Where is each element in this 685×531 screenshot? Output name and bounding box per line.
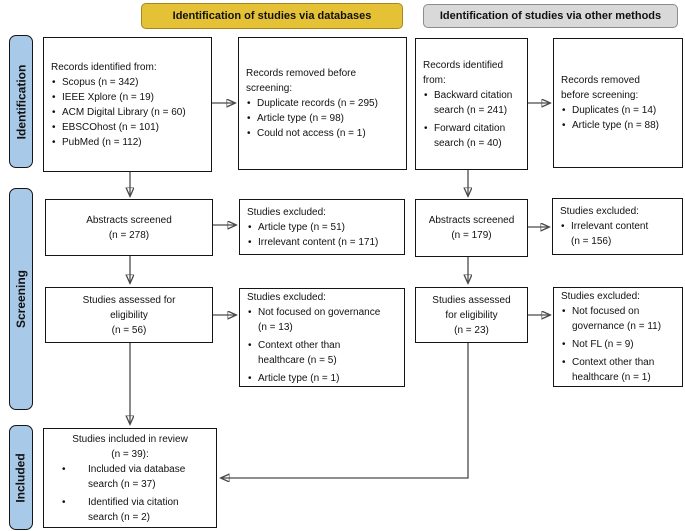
- box-eligibility-other: Studies assessed for eligibility (n = 23…: [415, 287, 528, 343]
- list-item: Article type (n = 51): [247, 220, 402, 235]
- box-abstracts-screened-databases: Abstracts screened (n = 278): [45, 199, 213, 256]
- list-item: Backward citation search (n = 241): [423, 88, 525, 118]
- list-item: Scopus (n = 342): [51, 75, 209, 90]
- list-item: Included via database search (n = 37): [48, 462, 212, 492]
- box-title: Records identified from:: [423, 59, 504, 86]
- list-item: EBSCOhost (n = 101): [51, 120, 209, 135]
- bullet-list: Backward citation search (n = 241) Forwa…: [423, 88, 525, 151]
- box-text: Abstracts screened (n = 278): [86, 214, 172, 241]
- box-title: Studies excluded:: [247, 291, 326, 303]
- list-item: Context other than healthcare (n = 1): [561, 355, 680, 385]
- box-text: Studies assessed for eligibility (n = 23…: [432, 294, 511, 336]
- list-item: Article type (n = 98): [246, 111, 404, 126]
- box-title: Studies excluded:: [247, 206, 326, 218]
- box-abstracts-screened-other: Abstracts screened (n = 179): [415, 199, 528, 257]
- stage-identification: Identification: [9, 35, 33, 168]
- bullet-list: Not focused on governance (n = 11) Not F…: [561, 304, 680, 385]
- list-item: IEEE Xplore (n = 19): [51, 90, 209, 105]
- bullet-list: Scopus (n = 342) IEEE Xplore (n = 19) AC…: [51, 75, 209, 150]
- header-databases-label: Identification of studies via databases: [172, 10, 372, 22]
- header-other-methods-label: Identification of studies via other meth…: [439, 10, 662, 22]
- box-studies-excluded-eligibility-other: Studies excluded: Not focused on governa…: [553, 287, 683, 387]
- bullet-list: Included via database search (n = 37) Id…: [48, 462, 212, 525]
- bullet-list: Not focused on governance (n = 13) Conte…: [247, 305, 402, 386]
- list-item: Not FL (n = 9): [561, 337, 680, 352]
- stage-identification-label: Identification: [14, 64, 29, 139]
- list-item: Forward citation search (n = 40): [423, 121, 525, 151]
- list-item: Duplicate records (n = 295): [246, 96, 404, 111]
- bullet-list: Duplicate records (n = 295) Article type…: [246, 96, 404, 141]
- box-records-removed-other: Records removed before screening: Duplic…: [553, 38, 683, 168]
- stage-screening-label: Screening: [14, 269, 28, 329]
- stage-included: Included: [9, 425, 33, 530]
- list-item: Context other than healthcare (n = 5): [247, 338, 402, 368]
- box-text: Abstracts screened (n = 179): [428, 215, 515, 241]
- stage-included-label: Included: [14, 452, 28, 503]
- box-title: Studies excluded:: [561, 291, 640, 302]
- box-title: Records identified from:: [51, 61, 157, 73]
- bullet-list: Irrelevant content (n = 156): [560, 219, 680, 249]
- list-item: Article type (n = 88): [561, 118, 680, 133]
- box-records-identified-other: Records identified from: Backward citati…: [415, 38, 528, 170]
- box-title: Studies included in review (n = 39):: [72, 433, 188, 460]
- box-studies-excluded-eligibility-databases: Studies excluded: Not focused on governa…: [239, 288, 405, 387]
- header-databases: Identification of studies via databases: [141, 3, 403, 29]
- list-item: PubMed (n = 112): [51, 135, 209, 150]
- box-studies-included: Studies included in review (n = 39): Inc…: [43, 428, 217, 528]
- list-item: Could not access (n = 1): [246, 126, 404, 141]
- list-item: ACM Digital Library (n = 60): [51, 105, 209, 120]
- box-text: Studies assessed for eligibility (n = 56…: [82, 294, 176, 336]
- box-studies-excluded-screening-databases: Studies excluded: Article type (n = 51) …: [239, 199, 405, 255]
- box-studies-excluded-screening-other: Studies excluded: Irrelevant content (n …: [552, 198, 683, 255]
- box-title: Records removed before screening:: [561, 75, 640, 101]
- list-item: Irrelevant content (n = 171): [247, 235, 402, 250]
- list-item: Irrelevant content (n = 156): [560, 219, 680, 249]
- list-item: Not focused on governance (n = 13): [247, 305, 402, 335]
- list-item: Duplicates (n = 14): [561, 103, 680, 118]
- box-title: Studies excluded:: [560, 206, 639, 217]
- box-records-identified-databases: Records identified from: Scopus (n = 342…: [43, 37, 212, 172]
- bullet-list: Duplicates (n = 14) Article type (n = 88…: [561, 103, 680, 133]
- box-eligibility-databases: Studies assessed for eligibility (n = 56…: [45, 287, 213, 343]
- box-title: Records removed before screening:: [246, 68, 357, 94]
- header-other-methods: Identification of studies via other meth…: [423, 4, 678, 28]
- list-item: Article type (n = 1): [247, 371, 402, 386]
- bullet-list: Article type (n = 51) Irrelevant content…: [247, 220, 402, 250]
- list-item: Not focused on governance (n = 11): [561, 304, 680, 334]
- box-records-removed-databases: Records removed before screening: Duplic…: [238, 37, 407, 170]
- stage-screening: Screening: [9, 188, 33, 410]
- list-item: Identified via citation search (n = 2): [48, 495, 212, 525]
